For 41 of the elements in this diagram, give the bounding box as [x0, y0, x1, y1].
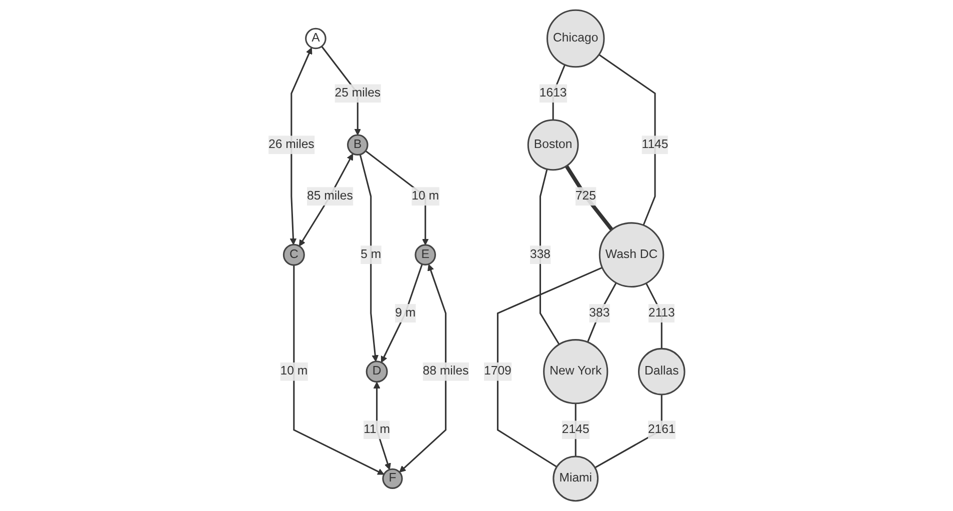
- edge-label: 85 miles: [307, 189, 353, 203]
- edge-label: 10 m: [412, 189, 440, 203]
- arrow: [359, 154, 379, 362]
- node-circle: Dallas: [638, 348, 686, 396]
- arrow: [290, 48, 312, 245]
- arrow: [399, 264, 446, 473]
- node-circle: A: [305, 28, 326, 50]
- edge-label: 1145: [642, 138, 668, 152]
- edge-label: 10 m: [280, 364, 308, 378]
- node-circle: F: [382, 468, 403, 489]
- edge-label: 1709: [484, 364, 512, 378]
- edge-label: 2113: [648, 306, 675, 320]
- node-circle: Miami: [552, 456, 599, 502]
- node-circle: Chicago: [546, 9, 605, 68]
- edge-label: 725: [575, 189, 596, 203]
- edge-label: 383: [589, 306, 610, 320]
- node-circle: C: [282, 244, 305, 266]
- arrow: [293, 265, 384, 475]
- connector: [496, 266, 603, 468]
- node-circle: E: [414, 244, 436, 266]
- arrow: [380, 264, 423, 363]
- edge-label: 1613: [539, 86, 567, 100]
- node-circle: New York: [543, 339, 608, 404]
- node-circle: Boston: [527, 119, 579, 171]
- edge-label: 2161: [648, 422, 676, 436]
- edge-label: 338: [530, 248, 551, 261]
- connector: [539, 168, 560, 345]
- node-circle: D: [366, 360, 388, 383]
- node-circle: Wash DC: [598, 222, 664, 288]
- edge-label: 2145: [562, 422, 590, 436]
- edge-label: 25 miles: [334, 86, 381, 100]
- connector: [586, 282, 617, 342]
- connector: [564, 164, 614, 231]
- connector: [598, 54, 656, 226]
- edge-label: 88 miles: [422, 364, 469, 378]
- arrow: [298, 154, 354, 246]
- edge-label: 11 m: [364, 422, 390, 436]
- edge-label: 5 m: [360, 248, 382, 261]
- edge-label: 26 miles: [268, 138, 314, 152]
- node-circle: B: [347, 134, 368, 156]
- edge-label: 9 m: [395, 306, 416, 320]
